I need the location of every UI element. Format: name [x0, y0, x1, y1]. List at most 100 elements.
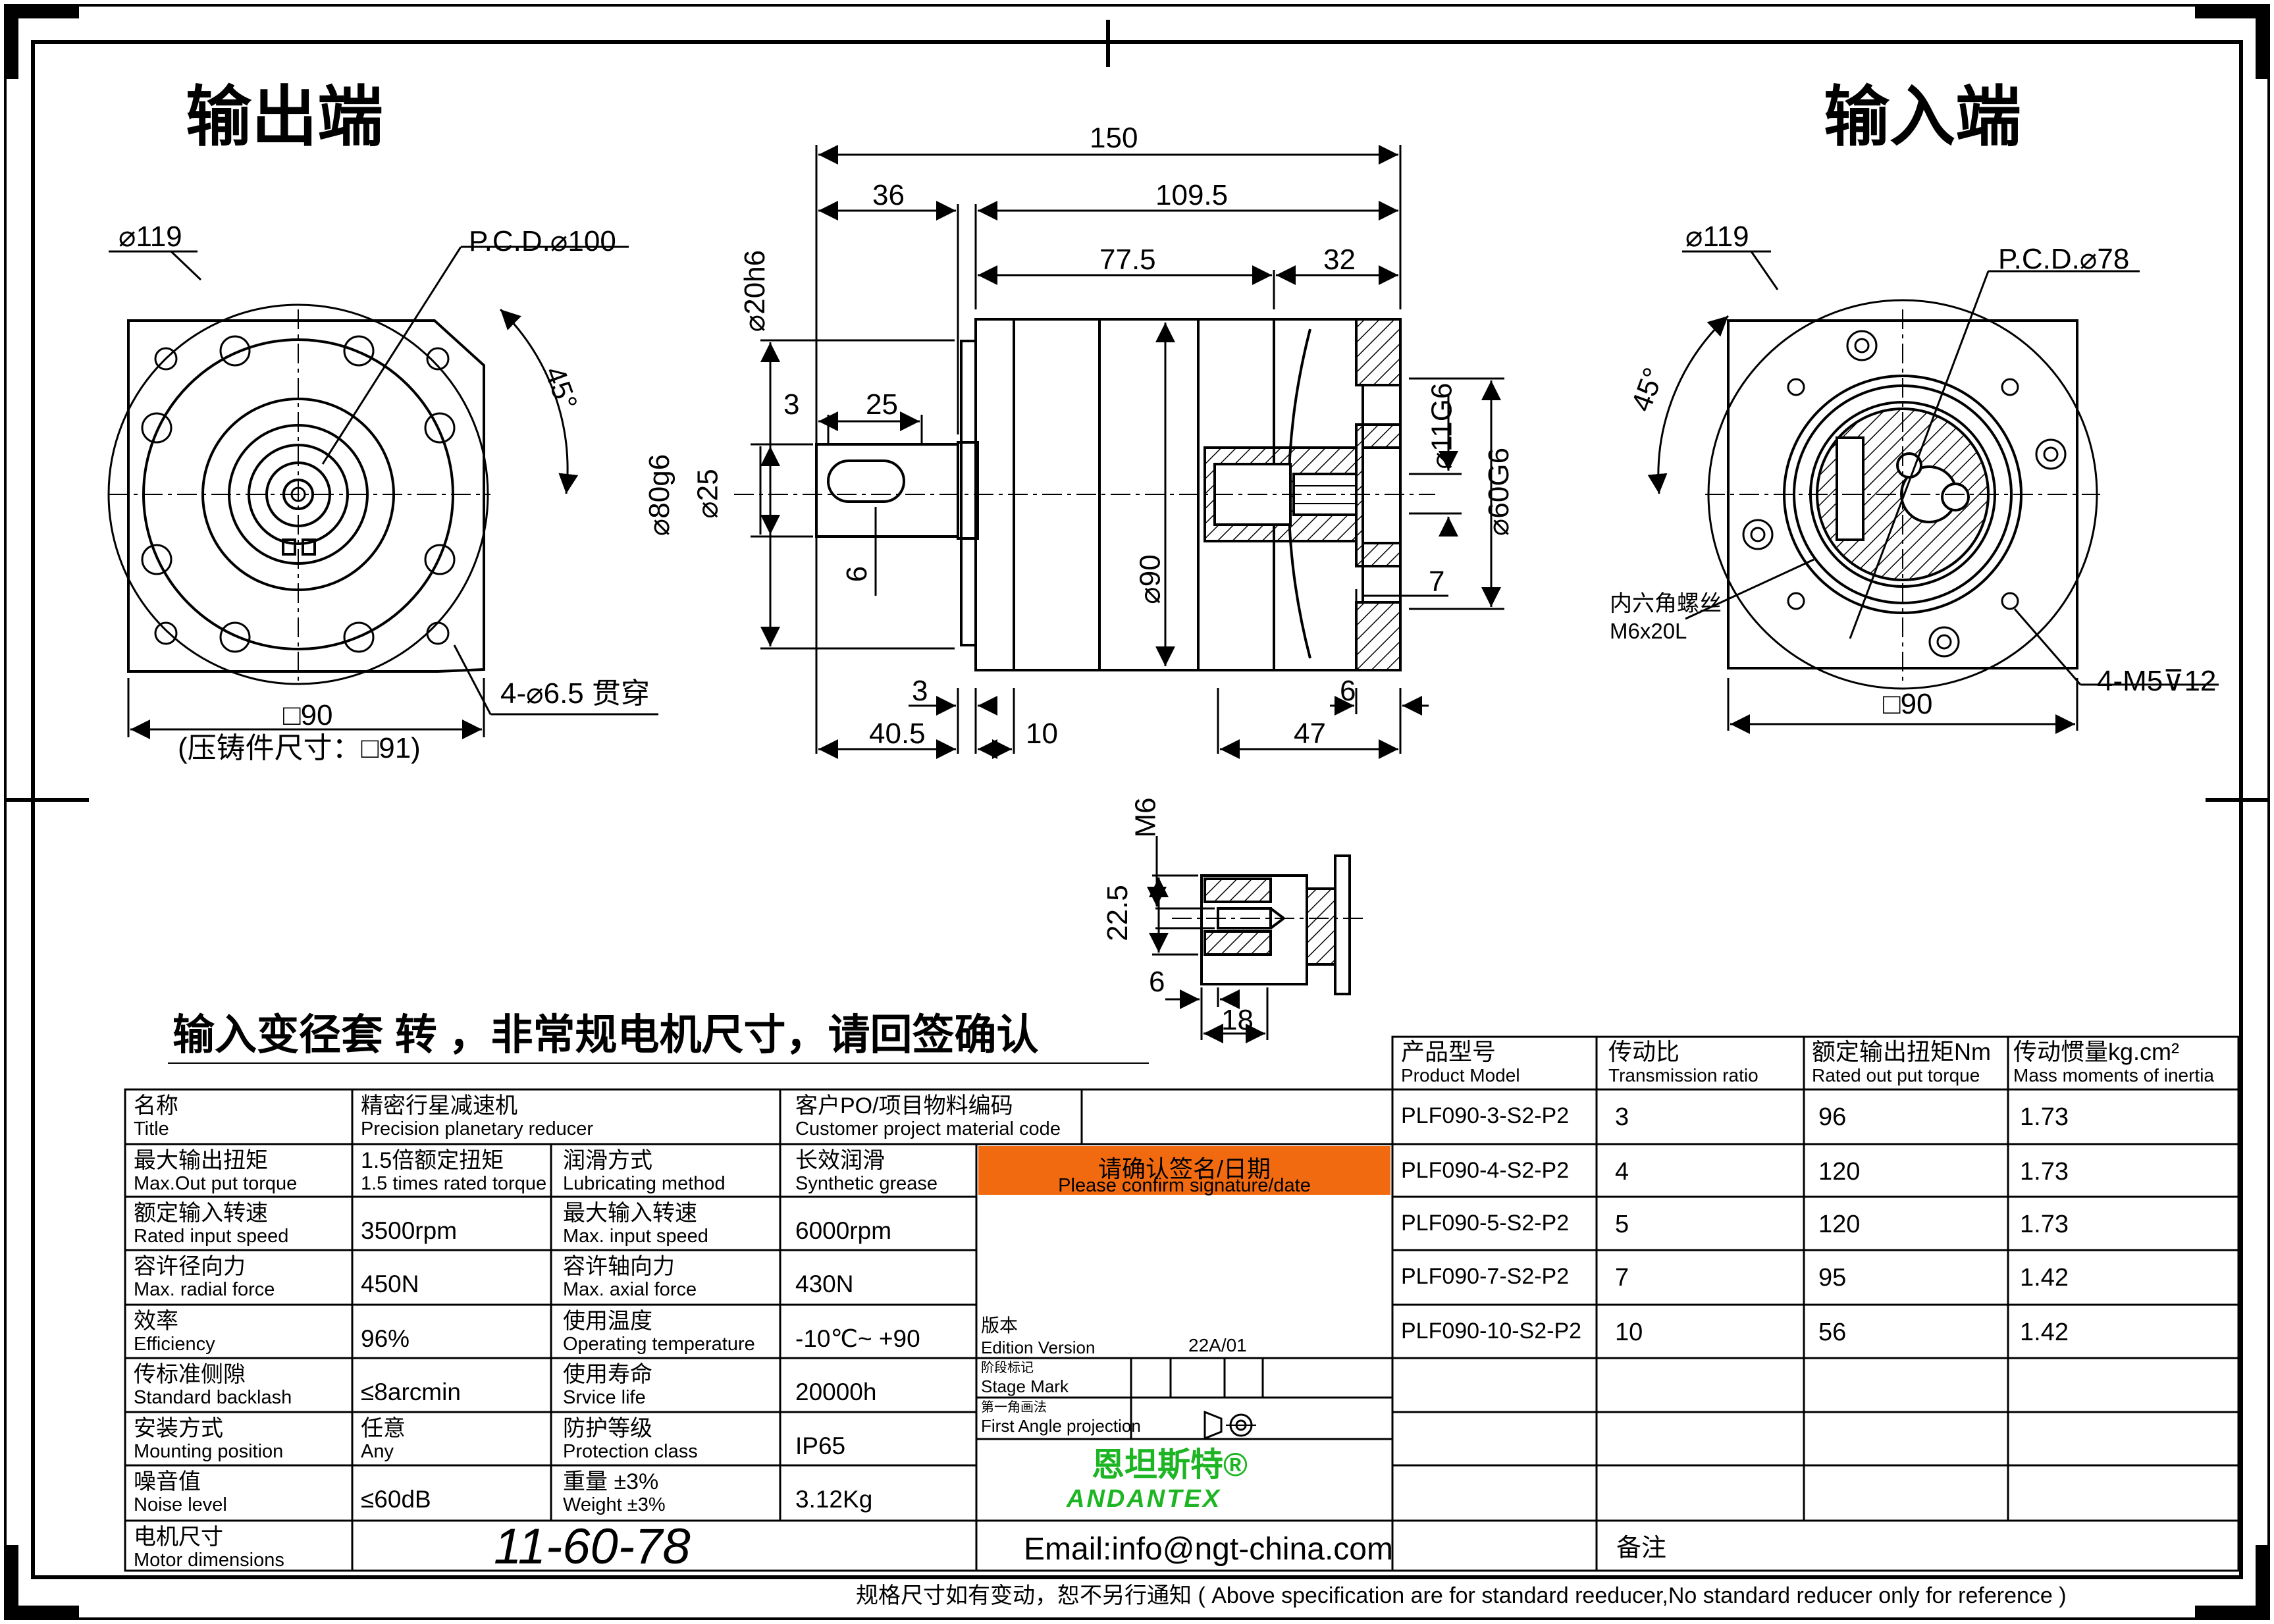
spec-label-en: Weight ±3% — [563, 1494, 666, 1515]
spec-label-en: Max.Out put torque — [134, 1173, 298, 1194]
model-cell-inertia: 1.42 — [2020, 1319, 2069, 1346]
model-cell-torque: 56 — [1818, 1319, 1847, 1346]
edition-value: 22A/01 — [1188, 1335, 1247, 1355]
model-header-cn: 产品型号 — [1401, 1038, 1496, 1065]
motor-dimension-code: 11-60-78 — [494, 1519, 691, 1575]
model-table-grid — [1391, 1035, 2240, 1572]
spec-label-cn: 安装方式 — [134, 1416, 223, 1441]
spec-label-en: Motor dimensions — [134, 1550, 284, 1571]
stage-en: Stage Mark — [981, 1376, 1069, 1396]
model-header-cn: 额定输出扭矩Nm — [1812, 1038, 1991, 1065]
model-header-en: Product Model — [1401, 1065, 1520, 1086]
dim-36: 36 — [872, 179, 905, 211]
model-cell-inertia: 1.73 — [2020, 1158, 2069, 1186]
spec-label-cn: 重量 ±3% — [563, 1469, 659, 1494]
projection-cn: 第一角画法 — [981, 1400, 1047, 1415]
dim-6: 6 — [1340, 675, 1356, 707]
dim-25: 25 — [866, 388, 898, 421]
spec-label-en: Max. radial force — [134, 1279, 275, 1300]
spec-value: 430N — [795, 1270, 854, 1297]
spec-label-en: Max. input speed — [563, 1226, 708, 1247]
dim-out-cast: (压铸件尺寸：□91) — [178, 732, 421, 764]
model-header-en: Transmission ratio — [1608, 1065, 1758, 1086]
spec-value-cn: 长效润滑 — [795, 1148, 885, 1173]
spec-label-en: Mounting position — [134, 1441, 284, 1462]
spec-value: -10℃~ +90 — [795, 1325, 920, 1352]
spec-value-cn: 1.5倍额定扭矩 — [361, 1148, 504, 1173]
spec-label-en: Efficiency — [134, 1334, 215, 1355]
brand-logo-en: ANDANTEX — [1067, 1485, 1222, 1513]
model-cell-torque: 95 — [1818, 1264, 1847, 1292]
model-header-en: Mass moments of inertia — [2013, 1065, 2214, 1086]
dim-in-square: □90 — [1883, 688, 1933, 720]
notice-text: 输入变径套 转 ，非常规电机尺寸，请回签确认 — [172, 1011, 1039, 1059]
contact-email: Email:info@ngt-china.com — [1024, 1532, 1393, 1567]
input-end-view — [1647, 250, 2219, 734]
dim-out-dia: ⌀119 — [119, 221, 182, 253]
spec-label-cn: 额定输入转速 — [134, 1201, 268, 1226]
spec-label-en: Protection class — [563, 1441, 698, 1462]
outer-frame — [4, 4, 2270, 1620]
model-header-cn: 传动惯量kg.cm² — [2013, 1038, 2180, 1065]
model-cell-inertia: 1.42 — [2020, 1264, 2069, 1292]
edition-en: Edition Version — [981, 1338, 1096, 1357]
spec-value: 450N — [361, 1270, 419, 1297]
dim-shaft-20: ⌀20h6 — [739, 249, 772, 332]
stage-cn: 阶段标记 — [981, 1361, 1034, 1375]
spec-label-en: Operating temperature — [563, 1334, 755, 1355]
first-angle-symbol — [1203, 1410, 1256, 1440]
model-cell-model: PLF090-10-S2-P2 — [1401, 1319, 1582, 1344]
model-cell-torque: 120 — [1818, 1158, 1861, 1186]
dim-40-5: 40.5 — [869, 718, 926, 750]
model-cell-inertia: 1.73 — [2020, 1211, 2069, 1238]
dim-47: 47 — [1294, 718, 1326, 750]
corner-marks — [5, 5, 2269, 1619]
spec-value: 20000h — [795, 1378, 877, 1405]
spec-label-cn: 效率 — [134, 1309, 178, 1334]
spec-value: IP65 — [795, 1432, 846, 1459]
confirm-banner: 请确认签名/日期 Please confirm signature/date — [978, 1146, 1390, 1196]
spec-label-cn: 最大输入转速 — [563, 1201, 697, 1226]
spec-value-en: Precision planetary reducer — [361, 1118, 594, 1139]
spec-label-cn: 使用温度 — [563, 1309, 652, 1334]
confirm-en: Please confirm signature/date — [1058, 1175, 1311, 1196]
spec-value: 6000rpm — [795, 1217, 892, 1244]
spec-value: ≤60dB — [361, 1486, 431, 1513]
spec-label-cn: 最大输出扭矩 — [134, 1148, 268, 1173]
brand-logo-cn: 恩坦斯特® — [1092, 1446, 1248, 1483]
detail-18: 18 — [1221, 1004, 1254, 1036]
model-cell-model: PLF090-4-S2-P2 — [1401, 1158, 1570, 1183]
model-cell-ratio: 10 — [1615, 1319, 1643, 1346]
dim-out-holes: 4-⌀6.5 贯穿 — [500, 677, 650, 710]
spec-label-cn: 润滑方式 — [563, 1148, 652, 1173]
model-cell-model: PLF090-3-S2-P2 — [1401, 1103, 1570, 1128]
spec-label-cn: 电机尺寸 — [134, 1525, 223, 1550]
dim-key-6: 6 — [841, 565, 874, 583]
model-cell-ratio: 3 — [1615, 1103, 1629, 1131]
spec-label-cn: 客户PO/项目物料编码 — [795, 1093, 1013, 1118]
dim-77: 77.5 — [1099, 244, 1156, 276]
spec-value-en: Synthetic grease — [795, 1173, 938, 1194]
dim-dia-60: ⌀60G6 — [1483, 447, 1516, 537]
model-cell-torque: 96 — [1818, 1103, 1847, 1131]
dim-dia-90: ⌀90 — [1134, 554, 1167, 604]
model-cell-model: PLF090-5-S2-P2 — [1401, 1211, 1570, 1236]
output-end-view — [107, 246, 658, 739]
spec-label-en: Max. axial force — [563, 1279, 697, 1300]
dim-out-pcd: P.C.D.⌀100 — [469, 225, 616, 257]
dim-dia-25: ⌀25 — [691, 469, 724, 519]
spec-value: ≤8arcmin — [361, 1378, 461, 1405]
dim-in-dia: ⌀119 — [1685, 221, 1749, 253]
model-cell-ratio: 4 — [1615, 1158, 1629, 1186]
model-cell-inertia: 1.73 — [2020, 1103, 2069, 1131]
spec-value-cn: 任意 — [361, 1416, 406, 1441]
detail-view — [1147, 836, 1363, 1043]
spec-label-cn: 使用寿命 — [563, 1362, 652, 1387]
dim-3a: 3 — [783, 388, 800, 421]
confirm-cn: 请确认签名/日期 — [1097, 1155, 1271, 1182]
dim-in-holes: 4-M5⊽12 — [2097, 665, 2217, 697]
spec-label-en: Lubricating method — [563, 1173, 726, 1194]
model-cell-model: PLF090-7-S2-P2 — [1401, 1264, 1570, 1289]
remark-label: 备注 — [1616, 1534, 1667, 1562]
